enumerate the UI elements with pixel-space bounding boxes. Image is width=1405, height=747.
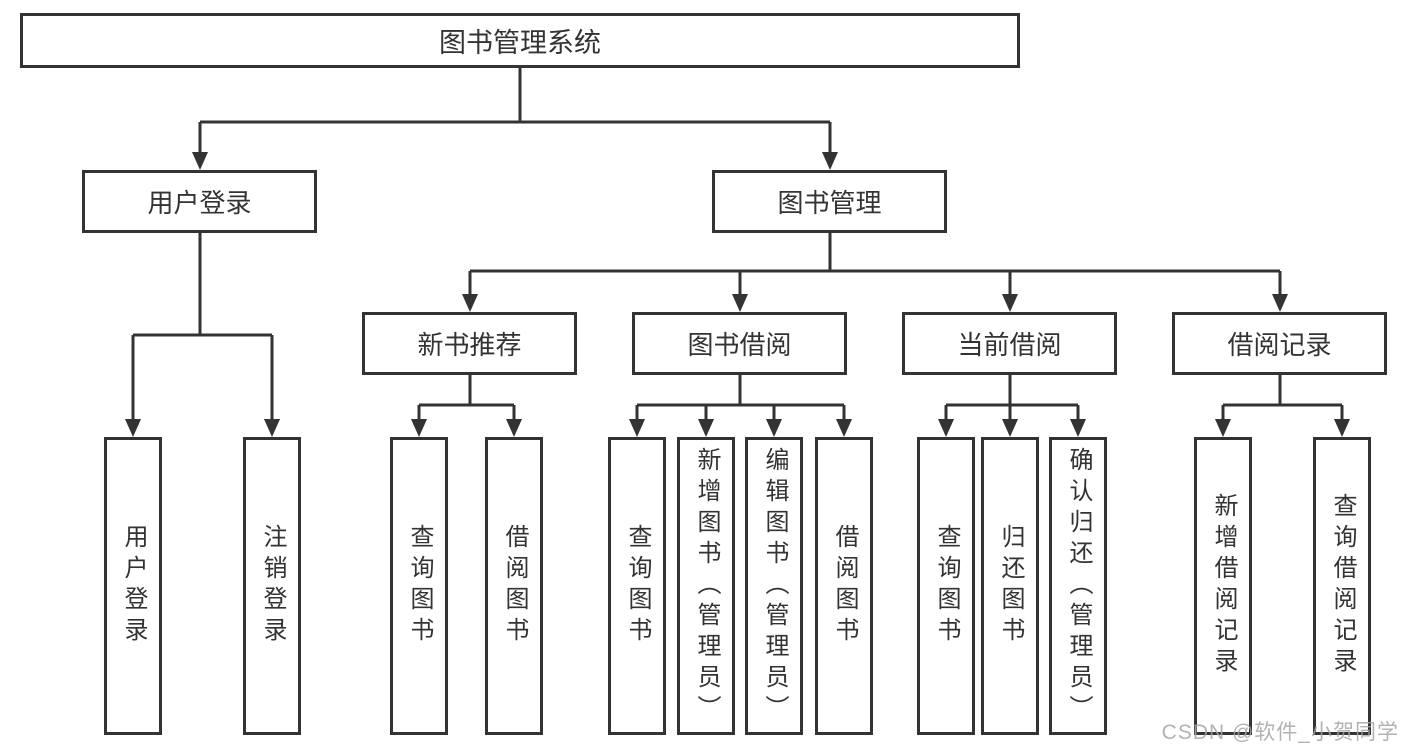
node-current-borrow: 当前借阅: [902, 312, 1117, 375]
node-leaf-borrow-query-books-label: 查询图书: [624, 524, 651, 648]
node-new-book-rec-label: 新书推荐: [417, 330, 522, 360]
edge-module-borrow-records: [1215, 375, 1350, 437]
node-leaf-rec-query-books: 查询图书: [390, 437, 448, 735]
node-leaf-logout: 注销登录: [243, 437, 301, 735]
node-leaf-edit-books-admin: 编辑图书（管理员）: [745, 437, 803, 735]
edge-book-mgmt-to-modules: [462, 233, 1288, 312]
node-borrow-records: 借阅记录: [1172, 312, 1387, 375]
csdn-watermark: CSDN @软件_小贺同学: [1161, 721, 1399, 744]
edge-root-to-level2: [192, 68, 838, 170]
node-leaf-query-borrow-record-label: 查询借阅记录: [1329, 493, 1356, 679]
edge-module-current-borrow: [938, 375, 1086, 437]
node-user-login: 用户登录: [82, 170, 317, 233]
node-leaf-add-books-admin: 新增图书（管理员）: [677, 437, 735, 735]
node-leaf-add-borrow-record-label: 新增借阅记录: [1210, 493, 1237, 679]
node-leaf-rec-query-books-label: 查询图书: [406, 524, 433, 648]
node-book-borrow: 图书借阅: [632, 312, 847, 375]
node-leaf-current-query-books-label: 查询图书: [933, 524, 960, 648]
node-leaf-return-books: 归还图书: [981, 437, 1039, 735]
node-leaf-rec-borrow-books: 借阅图书: [485, 437, 543, 735]
node-book-management-label: 图书管理: [777, 188, 882, 218]
node-leaf-add-books-admin-label: 新增图书（管理员）: [693, 446, 720, 726]
edge-user-login-to-leaves: [125, 233, 280, 437]
node-user-login-label: 用户登录: [147, 188, 252, 218]
node-leaf-user-login-label: 用户登录: [120, 524, 147, 648]
node-leaf-return-books-label: 归还图书: [997, 524, 1024, 648]
node-leaf-add-borrow-record: 新增借阅记录: [1194, 437, 1252, 735]
node-book-borrow-label: 图书借阅: [687, 330, 792, 360]
node-leaf-query-borrow-record: 查询借阅记录: [1313, 437, 1371, 735]
node-leaf-confirm-return-admin-label: 确认归还（管理员）: [1065, 446, 1092, 726]
node-leaf-confirm-return-admin: 确认归还（管理员）: [1049, 437, 1107, 735]
node-new-book-rec: 新书推荐: [362, 312, 577, 375]
node-leaf-rec-borrow-books-label: 借阅图书: [501, 524, 528, 648]
node-leaf-current-query-books: 查询图书: [917, 437, 975, 735]
node-leaf-user-login: 用户登录: [104, 437, 162, 735]
node-leaf-borrow-borrow-books-label: 借阅图书: [831, 524, 858, 648]
node-root-label: 图书管理系统: [439, 28, 601, 58]
node-book-management: 图书管理: [712, 170, 947, 233]
node-leaf-logout-label: 注销登录: [259, 524, 286, 648]
edge-module-book-borrow: [629, 375, 852, 437]
edge-module-new-book-rec: [411, 375, 522, 437]
node-root-system: 图书管理系统: [20, 13, 1020, 68]
node-leaf-edit-books-admin-label: 编辑图书（管理员）: [761, 446, 788, 726]
node-leaf-borrow-query-books: 查询图书: [608, 437, 666, 735]
node-leaf-borrow-borrow-books: 借阅图书: [815, 437, 873, 735]
node-current-borrow-label: 当前借阅: [957, 330, 1062, 360]
node-borrow-records-label: 借阅记录: [1227, 330, 1332, 360]
